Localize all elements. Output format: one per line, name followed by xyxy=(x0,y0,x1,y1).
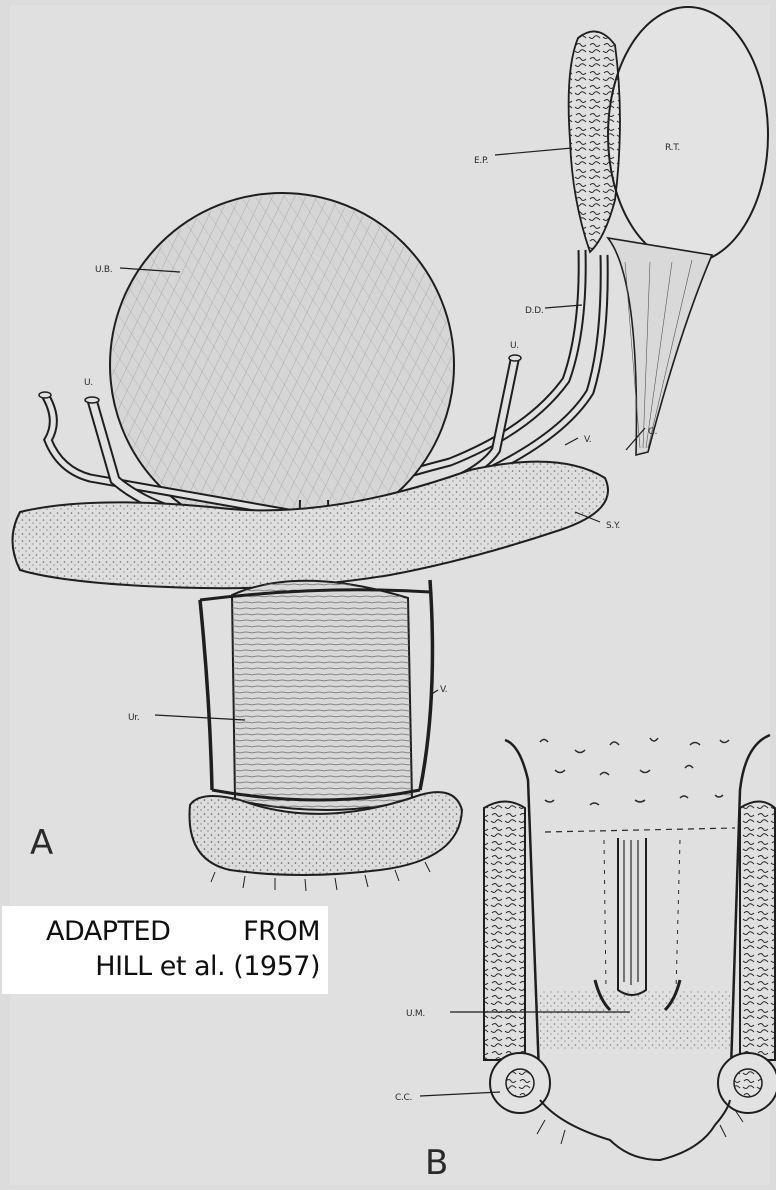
label-sy: S.Y. xyxy=(606,521,620,531)
testis xyxy=(608,7,768,263)
label-v-upper: V. xyxy=(584,435,591,445)
credit-box: ADAPTED FROM HILL et al. (1957) xyxy=(2,906,328,994)
label-ub: U.B. xyxy=(95,265,112,275)
label-v-lower: V. xyxy=(440,685,447,695)
credit-line2: HILL et al. (1957) xyxy=(95,952,320,982)
panel-a-letter: A xyxy=(30,823,53,863)
credit-line1-left: ADAPTED xyxy=(46,917,170,947)
corpus-right xyxy=(740,802,775,1061)
label-u-left: U. xyxy=(84,378,93,388)
panel-b-letter: B xyxy=(425,1143,448,1183)
label-ep: E.P. xyxy=(474,156,488,166)
label-dd: D.D. xyxy=(525,306,543,316)
label-um: U.M. xyxy=(406,1009,425,1019)
label-ur: Ur. xyxy=(128,713,139,723)
label-g: G. xyxy=(648,427,657,437)
credit-line1-right: FROM xyxy=(243,917,320,947)
label-cc: C.C. xyxy=(395,1093,412,1103)
label-rt: R.T. xyxy=(665,143,680,153)
corpus-left xyxy=(484,802,525,1061)
label-u-right: U. xyxy=(510,341,519,351)
